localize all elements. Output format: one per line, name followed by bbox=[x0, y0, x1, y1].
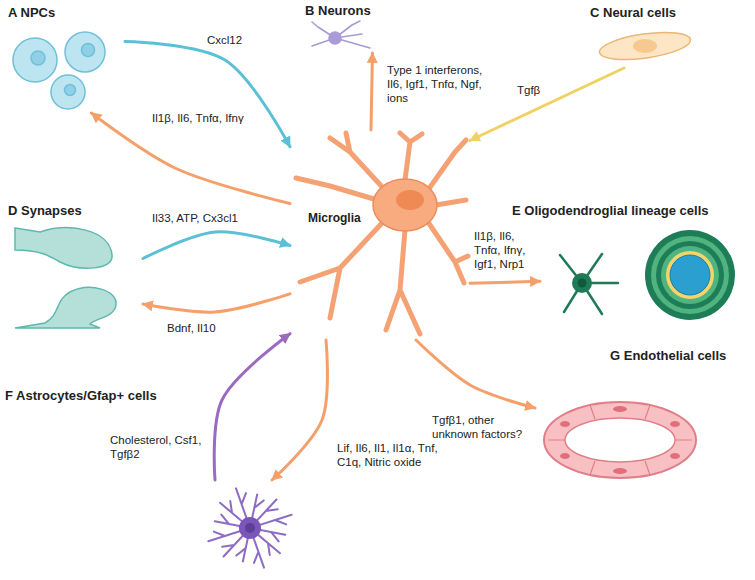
endothelial-nucleus bbox=[560, 453, 570, 459]
myelinated-axon bbox=[645, 230, 735, 320]
neuron bbox=[312, 21, 370, 48]
endothelial-nucleus bbox=[670, 421, 680, 427]
cell-type-node: F Astrocytes/Gfap+ cells bbox=[200, 480, 300, 575]
signal-arrow bbox=[214, 334, 290, 480]
cell-label: Microglia bbox=[308, 210, 361, 226]
neural-cell-body bbox=[598, 28, 692, 65]
astrocyte bbox=[208, 488, 291, 567]
npc-cell bbox=[65, 32, 105, 72]
endothelial-nucleus bbox=[613, 468, 627, 474]
panel-heading: C Neural cells bbox=[590, 5, 676, 21]
factor-list: Bdnf, Il10 bbox=[165, 320, 218, 336]
astrocyte-soma bbox=[239, 517, 261, 539]
oligodendrocyte-processes bbox=[560, 254, 618, 314]
signal-arrow bbox=[143, 232, 290, 259]
endothelial-nuclei bbox=[560, 406, 680, 474]
synapse bbox=[15, 228, 116, 328]
microglia-process bbox=[296, 133, 468, 334]
panel-heading: E Oligodendroglial lineage cells bbox=[512, 203, 709, 219]
neuron-soma bbox=[329, 32, 341, 44]
panel-heading: D Synapses bbox=[8, 203, 82, 219]
neural-cell bbox=[598, 28, 692, 65]
vessel-wall bbox=[544, 402, 696, 478]
cell-type-node: A NPCs bbox=[5, 3, 125, 113]
factor-list: Tgfβ1, other unknown factors? bbox=[430, 412, 529, 442]
factor-list: Il1β, Il6, Tnfα, Ifnγ bbox=[150, 110, 246, 126]
microglia-nucleus bbox=[396, 190, 424, 210]
microglia-soma bbox=[373, 179, 437, 231]
signal-arrow bbox=[272, 340, 327, 480]
cell-type-node: C Neural cells bbox=[585, 3, 715, 68]
factor-list: Lif, Il6, Il1, Il1α, Tnf, C1q, Nitric ox… bbox=[335, 440, 449, 470]
factor-list: Tgfβ bbox=[515, 82, 542, 98]
signal-arrow bbox=[91, 113, 290, 204]
cell-type-node: D Synapses bbox=[3, 200, 143, 330]
myelin-ring bbox=[656, 241, 724, 309]
signal-arrow bbox=[125, 42, 290, 147]
cell-type-node: E Oligodendroglial lineage cells bbox=[540, 200, 752, 325]
npc-nucleus bbox=[31, 51, 45, 65]
signal-arrow bbox=[470, 281, 540, 283]
blood-vessel bbox=[544, 402, 696, 478]
postsynaptic-spine bbox=[15, 288, 116, 328]
endothelial-nucleus bbox=[670, 453, 680, 459]
presynaptic-terminal bbox=[15, 228, 112, 268]
myelin-ring bbox=[651, 236, 729, 314]
signal-arrow bbox=[416, 340, 535, 408]
neural-cell-nucleus bbox=[633, 39, 657, 53]
oligodendrocyte bbox=[560, 254, 618, 314]
factor-list: Il1β, Il6, Tnfα, Ifnγ, Igf1, Nrp1 bbox=[472, 228, 544, 272]
signal-arrow bbox=[143, 294, 290, 312]
microglia-cell bbox=[296, 133, 468, 334]
factor-list: Type 1 interferons, Il6, Igf1, Tnfα, Ngf… bbox=[385, 62, 499, 106]
neuron-processes bbox=[312, 21, 370, 48]
astrocyte-nucleus bbox=[245, 523, 255, 533]
panel-heading: F Astrocytes/Gfap+ cells bbox=[5, 388, 157, 404]
oligodendrocyte-nucleus bbox=[578, 279, 587, 288]
factor-list: Cxcl12 bbox=[205, 32, 244, 48]
cell-type-node: B Neurons bbox=[300, 3, 415, 53]
myelin-ring bbox=[645, 230, 735, 320]
axon bbox=[670, 255, 710, 295]
panel-heading: G Endothelial cells bbox=[610, 348, 726, 364]
npc-nucleus bbox=[82, 44, 95, 57]
signal-arrow bbox=[371, 53, 372, 130]
panel-heading: A NPCs bbox=[8, 5, 55, 21]
factor-list: Cholesterol, Csf1, Tgfβ2 bbox=[108, 432, 208, 462]
npc-cell bbox=[13, 38, 57, 82]
npc-cells bbox=[13, 32, 105, 109]
npc-nucleus bbox=[65, 85, 76, 96]
cell-type-node: G Endothelial cells bbox=[535, 345, 715, 485]
oligodendrocyte-soma bbox=[572, 273, 592, 293]
microglia-processes bbox=[296, 133, 468, 334]
vessel-lumen bbox=[565, 418, 675, 462]
myelin-ring bbox=[661, 246, 719, 304]
npc-cell bbox=[51, 75, 85, 109]
axon-membrane bbox=[666, 251, 714, 299]
cell-borders bbox=[548, 405, 692, 475]
factor-list: Il33, ATP, Cx3cl1 bbox=[150, 210, 240, 226]
endothelial-nucleus bbox=[560, 421, 570, 427]
panel-heading: B Neurons bbox=[305, 3, 371, 19]
endothelial-nucleus bbox=[613, 406, 627, 412]
microglia-node: Microglia bbox=[290, 130, 470, 340]
